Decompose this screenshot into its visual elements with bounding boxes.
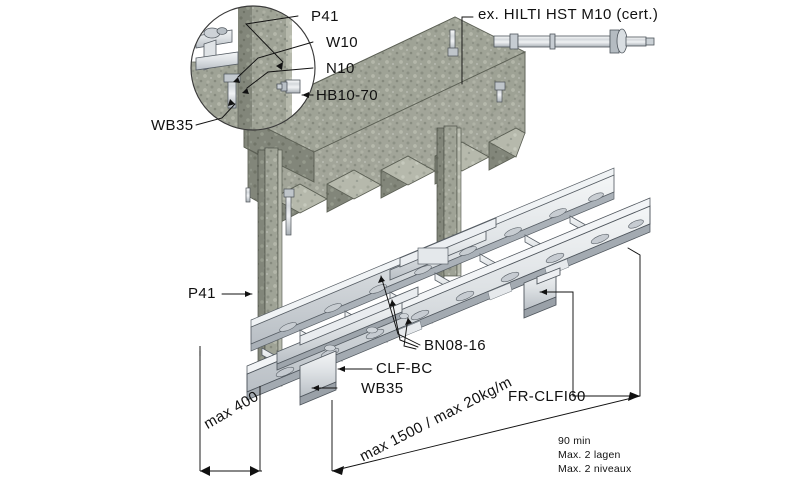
callout-clf-bc: CLF-BC bbox=[376, 360, 433, 377]
anchor-studs bbox=[245, 29, 506, 236]
callout-bn08-16: BN08-16 bbox=[424, 337, 487, 354]
callout-hilti-anchor: ex. HILTI HST M10 (cert.) bbox=[478, 6, 659, 23]
hilti-hst-m10-anchor bbox=[493, 28, 655, 54]
leader-arrowheads bbox=[228, 62, 547, 391]
callout-p41-column: P41 bbox=[188, 285, 216, 302]
dimension-max-400-arrows bbox=[200, 466, 260, 476]
cable-ladder-tray bbox=[246, 167, 651, 406]
callout-wb35-detail: WB35 bbox=[151, 117, 194, 134]
note-max-2-niveaux: Max. 2 niveaux bbox=[558, 463, 632, 475]
callout-p41-detail: P41 bbox=[311, 8, 339, 25]
callout-w10: W10 bbox=[326, 34, 359, 51]
clf-bc-bracket bbox=[276, 286, 419, 371]
note-max-2-lagen: Max. 2 lagen bbox=[558, 449, 621, 461]
leader-lines bbox=[195, 15, 641, 397]
callout-wb35-lower: WB35 bbox=[361, 380, 404, 397]
dimension-span-arrows bbox=[332, 392, 640, 475]
callout-n10: N10 bbox=[326, 60, 355, 77]
callout-hb10-70: HB10-70 bbox=[316, 87, 379, 104]
fr-clfi60-bracket bbox=[523, 267, 561, 319]
note-90-min: 90 min bbox=[558, 435, 591, 447]
dimension-span bbox=[331, 395, 641, 472]
callout-fr-clfi60: FR-CLFI60 bbox=[508, 388, 586, 405]
tray-support-bar bbox=[389, 217, 497, 281]
detail-magnifier-circle bbox=[190, 5, 316, 131]
